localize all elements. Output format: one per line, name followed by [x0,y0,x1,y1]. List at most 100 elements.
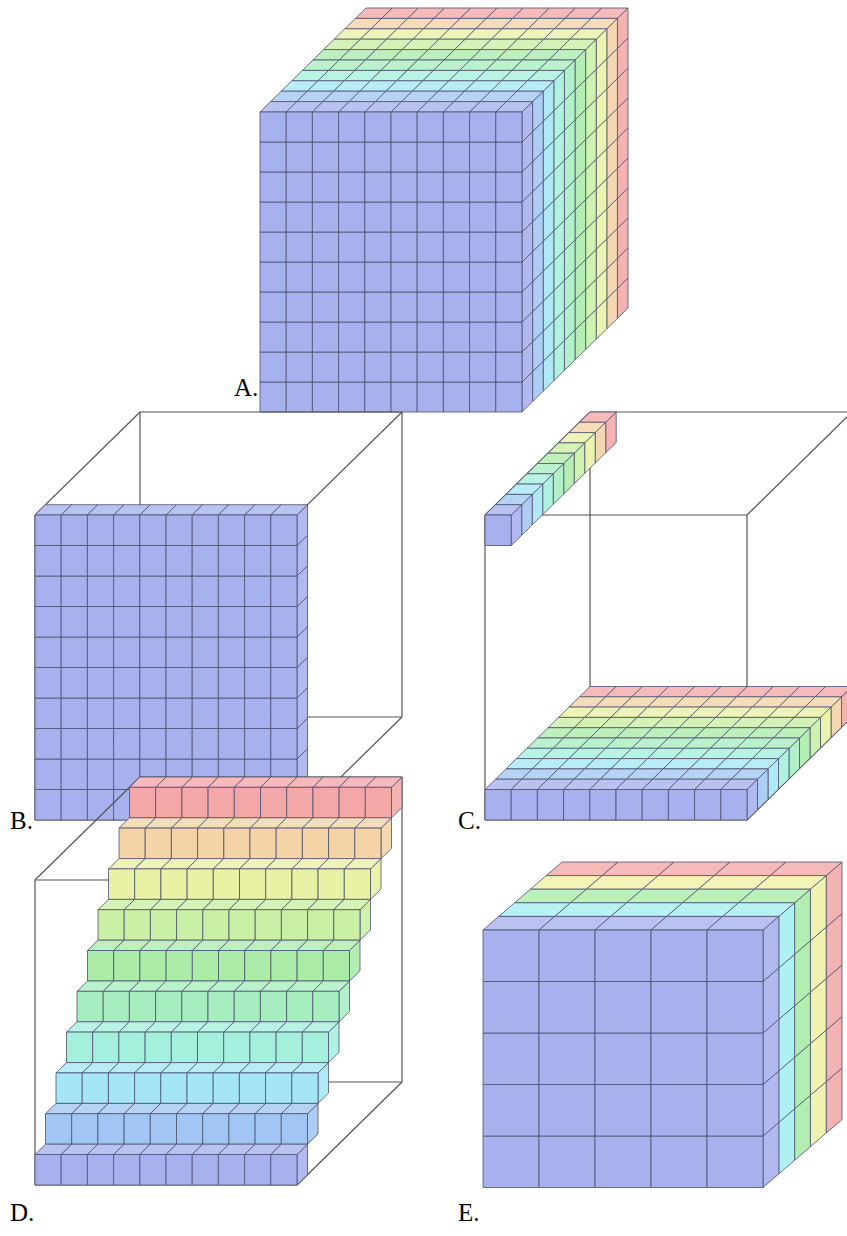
voxel-front-face [496,382,522,412]
voxel-front-face [145,1032,171,1063]
voxel-front-face [443,142,469,172]
voxel-front-face [312,262,338,292]
panel-label: A. [234,375,258,400]
voxel-front-face [140,576,166,607]
voxel-front-face [496,202,522,232]
voxel-front-face [187,869,213,900]
voxel-top-face [271,505,308,515]
voxel-front-face [240,869,266,900]
voxel-front-face [218,729,244,760]
voxel-front-face [286,112,312,142]
voxel-front-face [114,637,140,668]
voxel-front-face [271,668,297,699]
voxel-front-face [339,112,365,142]
voxel-front-face [496,172,522,202]
voxel-top-face [707,916,779,930]
voxel-front-face [302,828,328,859]
voxel-front-face [339,232,365,262]
voxel-front-face [124,910,150,941]
voxel-top-face [770,862,842,876]
voxel-front-face [271,576,297,607]
voxel-front-face [35,668,61,699]
voxel-front-face [229,910,255,941]
voxel-front-face [88,951,114,982]
voxel-front-face [496,142,522,172]
voxel-front-face [286,322,312,352]
voxel-front-face [171,828,197,859]
voxel-front-face [339,202,365,232]
voxel-front-face [218,546,244,577]
voxel-front-face [537,790,563,821]
voxel-front-face [651,1085,707,1137]
voxel-front-face [218,607,244,638]
voxel-front-face [192,698,218,729]
voxel-front-face [35,790,61,821]
voxel-front-face [287,787,313,818]
voxel-front-face [245,546,271,577]
voxel-front-face [651,1136,707,1188]
wire-edge [401,412,402,717]
voxel-front-face [245,668,271,699]
voxel-front-face [166,576,192,607]
voxel-front-face [98,910,124,941]
voxel-front-face [77,991,103,1022]
voxel-front-face [286,202,312,232]
panel-label: D. [10,1200,34,1225]
voxel-front-face [539,1085,595,1137]
cube-wireframe [485,412,847,820]
voxel-front-face [344,869,370,900]
voxel-front-face [182,787,208,818]
wire-edge [140,411,402,412]
voxel-top-face [496,102,533,112]
voxel-top-face [794,707,831,717]
voxel-front-face [218,576,244,607]
voxel-front-face [250,828,276,859]
voxel-front-face [329,828,355,859]
voxel-front-face [192,1155,218,1186]
voxel-front-face [651,1033,707,1085]
voxel-front-face [417,232,443,262]
voxel-front-face [297,951,323,982]
voxel-front-face [103,991,129,1022]
cube-d [35,777,402,1185]
voxel-front-face [192,515,218,546]
voxel-top-face [506,484,543,494]
voxel-front-face [177,1114,203,1145]
voxel-front-face [391,112,417,142]
voxel-front-face [192,607,218,638]
voxel-front-face [35,607,61,638]
voxel-top-face [528,70,565,80]
voxel-front-face [391,322,417,352]
cube-c [485,412,847,820]
voxel-top-face [292,1063,329,1073]
voxel-front-face [365,262,391,292]
voxel-front-face [87,576,113,607]
voxel-front-face [140,546,166,577]
voxel-front-face [496,352,522,382]
voxel-front-face [119,1032,145,1063]
voxel-front-face [135,869,161,900]
voxel-front-face [496,232,522,262]
wire-edge [401,777,402,1082]
voxel-front-face [339,262,365,292]
voxel-front-face [224,1032,250,1063]
voxel-front-face [485,515,511,546]
voxel-front-face [391,352,417,382]
cube-wireframe [35,777,402,1185]
voxel-front-face [271,698,297,729]
voxel-front-face [130,787,156,818]
wire-edge [34,880,35,1185]
voxel-top-face [549,50,586,60]
voxel-front-face [260,991,286,1022]
voxel-front-face [483,930,539,982]
voxel-front-face [483,1033,539,1085]
cube-b [35,412,402,820]
voxel-front-face [417,292,443,322]
voxel-front-face [114,607,140,638]
voxel-front-face [114,729,140,760]
voxel-front-face [496,112,522,142]
voxel-front-face [218,1155,244,1186]
voxel-front-face [245,698,271,729]
voxel-front-face [114,546,140,577]
